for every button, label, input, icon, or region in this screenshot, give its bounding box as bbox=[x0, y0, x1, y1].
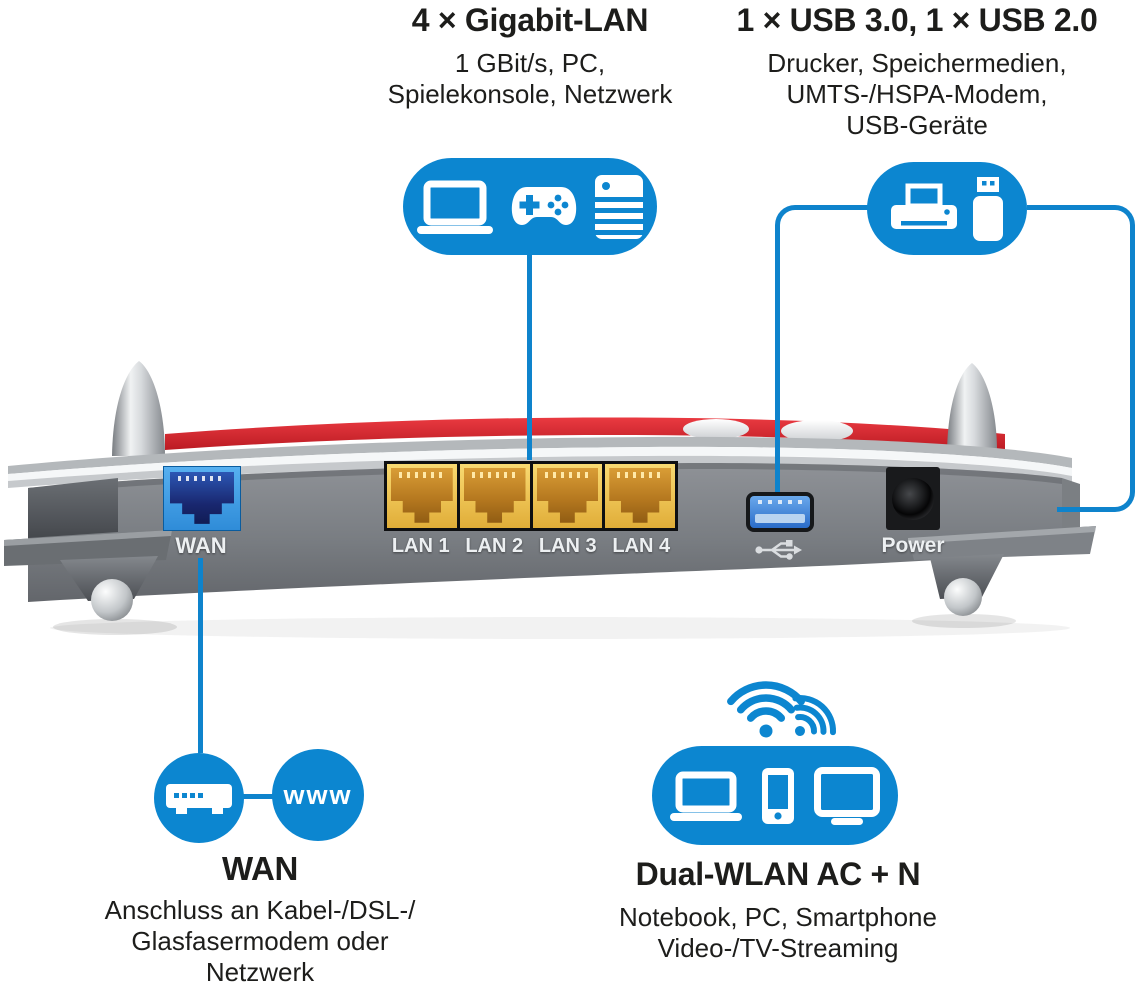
usb-title: 1 × USB 3.0, 1 × USB 2.0 bbox=[736, 2, 1098, 38]
wan-rj45-socket bbox=[170, 472, 234, 524]
modem-circle bbox=[154, 753, 244, 843]
wlan-devices-pill bbox=[652, 746, 898, 845]
ground-shadow bbox=[50, 617, 1070, 639]
www-label: www bbox=[283, 779, 353, 810]
lan1-label: LAN 1 bbox=[391, 535, 450, 557]
gigabit-lan-title: 4 × Gigabit-LAN bbox=[411, 2, 649, 38]
www-circle: www bbox=[272, 749, 364, 841]
wan-port-label: WAN bbox=[175, 533, 227, 558]
wan-subtitle-2: Glasfasermodem oder bbox=[131, 926, 389, 956]
wifi-icon bbox=[727, 681, 836, 738]
smartphone-icon bbox=[762, 767, 794, 824]
modem-icon bbox=[166, 784, 232, 814]
wan-port bbox=[163, 466, 241, 531]
lid-front-edge bbox=[8, 455, 1072, 488]
wan-caption: WAN Anschluss an Kabel-/DSL-/ Glasfaserm… bbox=[48, 850, 472, 988]
connector-wan-line bbox=[198, 558, 203, 753]
power-jack bbox=[892, 477, 934, 520]
lan-port-3 bbox=[532, 464, 603, 528]
wan-subtitle-3: Netzwerk bbox=[205, 957, 315, 987]
lid-top-surface bbox=[8, 436, 1072, 474]
connector-usb2-line-top bbox=[1027, 205, 1135, 360]
lan-port-block bbox=[384, 461, 678, 531]
lan3-label: LAN 3 bbox=[538, 535, 597, 557]
wan-subtitle-1: Anschluss an Kabel-/DSL-/ bbox=[104, 895, 416, 925]
wlan-subtitle-1: Notebook, PC, Smartphone bbox=[619, 902, 937, 932]
usb-subtitle-3: USB-Geräte bbox=[846, 110, 988, 140]
printer-icon bbox=[891, 183, 957, 229]
wlan-title: Dual-WLAN AC + N bbox=[635, 856, 921, 892]
connector-lan-line bbox=[527, 253, 532, 460]
usb-subtitle-2: UMTS-/HSPA-Modem, bbox=[786, 79, 1048, 109]
lan-port-2 bbox=[459, 464, 530, 528]
connector-usb2-line-bottom bbox=[1057, 355, 1135, 512]
wlan-subtitle-2: Video-/TV-Streaming bbox=[657, 933, 899, 963]
gigabit-lan-subtitle-1: 1 GBit/s, PC, bbox=[454, 48, 606, 78]
wan-title: WAN bbox=[221, 850, 299, 887]
power-port-label: Power bbox=[881, 534, 945, 557]
usb-subtitle-1: Drucker, Speichermedien, bbox=[767, 48, 1067, 78]
usb-trident-icon bbox=[755, 540, 802, 560]
desktop-pc-icon bbox=[595, 174, 643, 239]
lan-port-4 bbox=[605, 464, 675, 528]
lan-devices-pill bbox=[403, 158, 657, 255]
lan-port-1 bbox=[387, 464, 457, 528]
usb-stick-icon bbox=[973, 176, 1003, 241]
power-port bbox=[886, 467, 940, 530]
router-top-button-2 bbox=[781, 420, 853, 442]
laptop-icon bbox=[417, 180, 493, 234]
laptop-icon-2 bbox=[670, 771, 742, 821]
router-left-side bbox=[28, 478, 118, 538]
usb-devices-pill bbox=[867, 162, 1027, 255]
antenna-fin-left bbox=[112, 361, 165, 456]
router-right-ball-caster bbox=[944, 578, 982, 616]
gigabit-lan-caption: 4 × Gigabit-LAN 1 GBit/s, PC, Spielekons… bbox=[318, 2, 742, 110]
router-left-foot bbox=[60, 556, 158, 601]
antenna-fin-right bbox=[947, 363, 997, 452]
router-left-ball-caster bbox=[91, 579, 133, 621]
usb-caption: 1 × USB 3.0, 1 × USB 2.0 Drucker, Speich… bbox=[705, 2, 1129, 141]
lan4-label: LAN 4 bbox=[612, 535, 671, 557]
lid-highlight bbox=[8, 446, 1072, 481]
connector-modem-www-line bbox=[240, 794, 276, 799]
wlan-caption: Dual-WLAN AC + N Notebook, PC, Smartphon… bbox=[566, 856, 990, 964]
usb3-port bbox=[746, 492, 814, 532]
tv-icon bbox=[814, 766, 880, 825]
lan-port-labels: LAN 1 LAN 2 LAN 3 LAN 4 bbox=[384, 535, 678, 558]
connector-usb3-line bbox=[775, 205, 877, 492]
lan2-label: LAN 2 bbox=[465, 535, 524, 557]
router-top-button-1 bbox=[683, 419, 749, 439]
gamepad-icon bbox=[511, 186, 577, 225]
gigabit-lan-subtitle-2: Spielekonsole, Netzwerk bbox=[387, 79, 673, 109]
